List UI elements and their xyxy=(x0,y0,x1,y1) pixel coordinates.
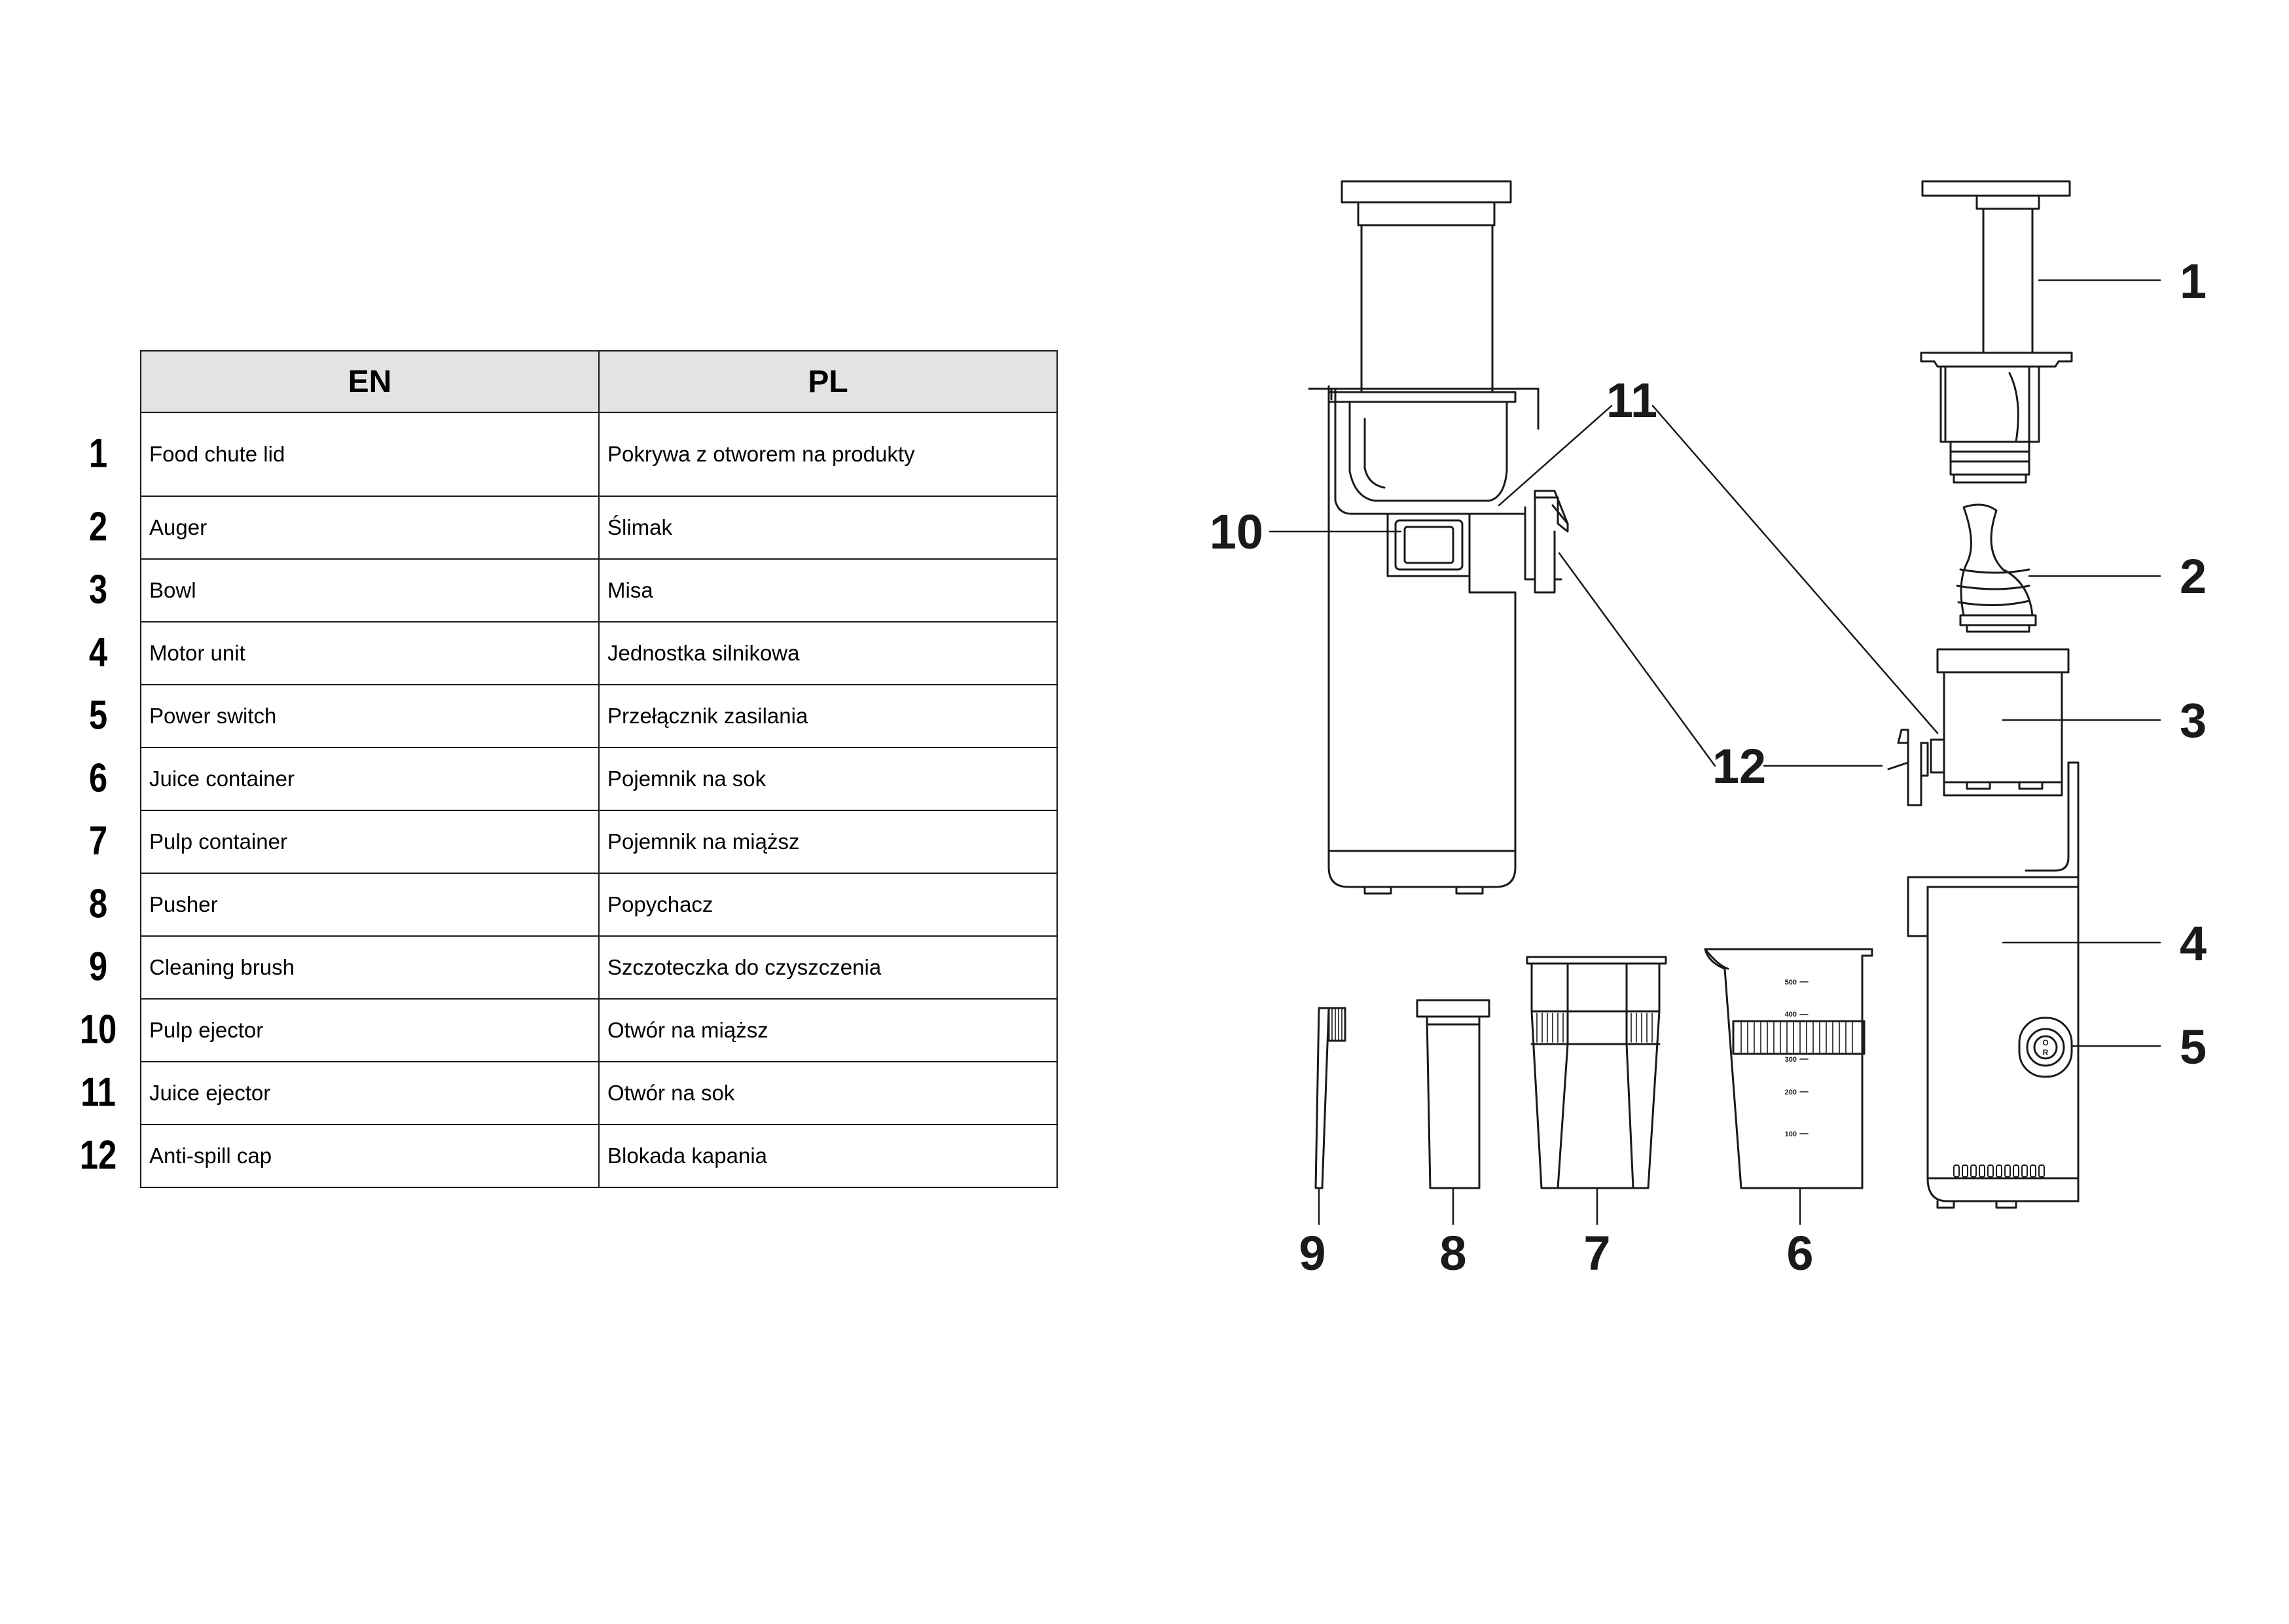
part-name-en: Bowl xyxy=(140,558,600,623)
part-name-en: Anti-spill cap xyxy=(140,1124,600,1188)
assembled-pusher-cap xyxy=(1341,180,1512,204)
row-number: 2 xyxy=(88,504,108,550)
part-name-pl: Pokrywa z otworem na produkty xyxy=(598,412,1058,497)
callout-6: 6 xyxy=(1786,1226,1813,1280)
row-number: 1 xyxy=(88,431,108,477)
part-name-en: Cleaning brush xyxy=(140,935,600,1000)
pusher-drawing xyxy=(1416,999,1490,1189)
part-name-en: Auger xyxy=(140,496,600,560)
row-number: 11 xyxy=(81,1070,116,1115)
callout-3: 3 xyxy=(2180,693,2207,748)
row-number: 7 xyxy=(88,818,108,864)
part-name-pl: Misa xyxy=(598,558,1058,623)
part-name-en: Pusher xyxy=(140,873,600,937)
callout-12: 12 xyxy=(1712,739,1766,793)
part-name-pl: Szczoteczka do czyszczenia xyxy=(598,935,1058,1000)
callout-5: 5 xyxy=(2180,1020,2207,1074)
cleaning-brush-drawing xyxy=(1314,1007,1346,1189)
callout-2: 2 xyxy=(2180,549,2207,604)
part-name-pl: Jednostka silnikowa xyxy=(598,621,1058,685)
juice-container-drawing: 500 400 300 200 100 xyxy=(1704,948,1873,1189)
row-number: 8 xyxy=(88,881,108,927)
row-number: 5 xyxy=(88,693,108,738)
row-number: 3 xyxy=(88,567,108,613)
part-name-pl: Otwór na sok xyxy=(598,1061,1058,1125)
switch-reverse-mark: R xyxy=(2043,1048,2049,1057)
part-name-pl: Otwór na miąższ xyxy=(598,998,1058,1062)
callout-7: 7 xyxy=(1583,1226,1610,1280)
callout-8: 8 xyxy=(1439,1226,1466,1280)
auger-drawing xyxy=(1956,503,2037,633)
part-name-en: Power switch xyxy=(140,684,600,748)
assembled-juicer xyxy=(1308,180,1569,895)
bowl-drawing xyxy=(1887,648,2070,806)
callout-numbers: 1 2 3 4 5 6 7 8 9 10 11 12 xyxy=(1210,254,2207,1280)
callout-11: 11 xyxy=(1606,373,1657,427)
row-number: 4 xyxy=(88,630,108,676)
scale-500: 500 xyxy=(1785,979,1797,986)
part-name-en: Motor unit xyxy=(140,621,600,685)
part-name-en: Juice container xyxy=(140,747,600,811)
scale-200: 200 xyxy=(1785,1089,1797,1096)
header-pl: PL xyxy=(598,350,1058,413)
switch-on-mark: O xyxy=(2042,1038,2048,1047)
row-number: 9 xyxy=(88,944,108,990)
part-name-pl: Pojemnik na sok xyxy=(598,747,1058,811)
scale-300: 300 xyxy=(1785,1056,1797,1064)
power-switch-drawing: O R xyxy=(2018,1017,2073,1078)
vent-slots xyxy=(1953,1164,2045,1178)
row-number: 12 xyxy=(79,1132,117,1178)
header-en: EN xyxy=(140,350,600,413)
leader-lines xyxy=(1269,279,2161,1225)
part-name-pl: Ślimak xyxy=(598,496,1058,560)
callout-10: 10 xyxy=(1210,505,1263,559)
row-number: 6 xyxy=(88,755,108,801)
callout-1: 1 xyxy=(2180,254,2207,308)
callout-4: 4 xyxy=(2180,916,2207,971)
callout-9: 9 xyxy=(1299,1226,1325,1280)
scale-400: 400 xyxy=(1785,1011,1797,1019)
exploded-view: O R 500 400 300 200 100 xyxy=(1314,180,2080,1209)
part-name-en: Pulp container xyxy=(140,810,600,874)
part-name-pl: Blokada kapania xyxy=(598,1124,1058,1188)
table-header-row: EN PL xyxy=(140,350,1058,413)
part-name-en: Pulp ejector xyxy=(140,998,600,1062)
part-name-pl: Przełącznik zasilania xyxy=(598,684,1058,748)
pulp-container-drawing xyxy=(1526,956,1667,1189)
pulp-ejector-opening xyxy=(1394,519,1464,571)
part-name-pl: Pojemnik na miąższ xyxy=(598,810,1058,874)
motor-unit-drawing xyxy=(1907,761,2080,1209)
food-chute-lid-drawing xyxy=(1920,180,2073,484)
juice-scale-ticks xyxy=(1740,981,1853,1134)
part-name-en: Juice ejector xyxy=(140,1061,600,1125)
scale-100: 100 xyxy=(1785,1130,1797,1138)
row-number: 10 xyxy=(79,1007,117,1053)
part-name-pl: Popychacz xyxy=(598,873,1058,937)
part-name-en: Food chute lid xyxy=(140,412,600,497)
assembled-pusher-shaft xyxy=(1360,224,1494,393)
